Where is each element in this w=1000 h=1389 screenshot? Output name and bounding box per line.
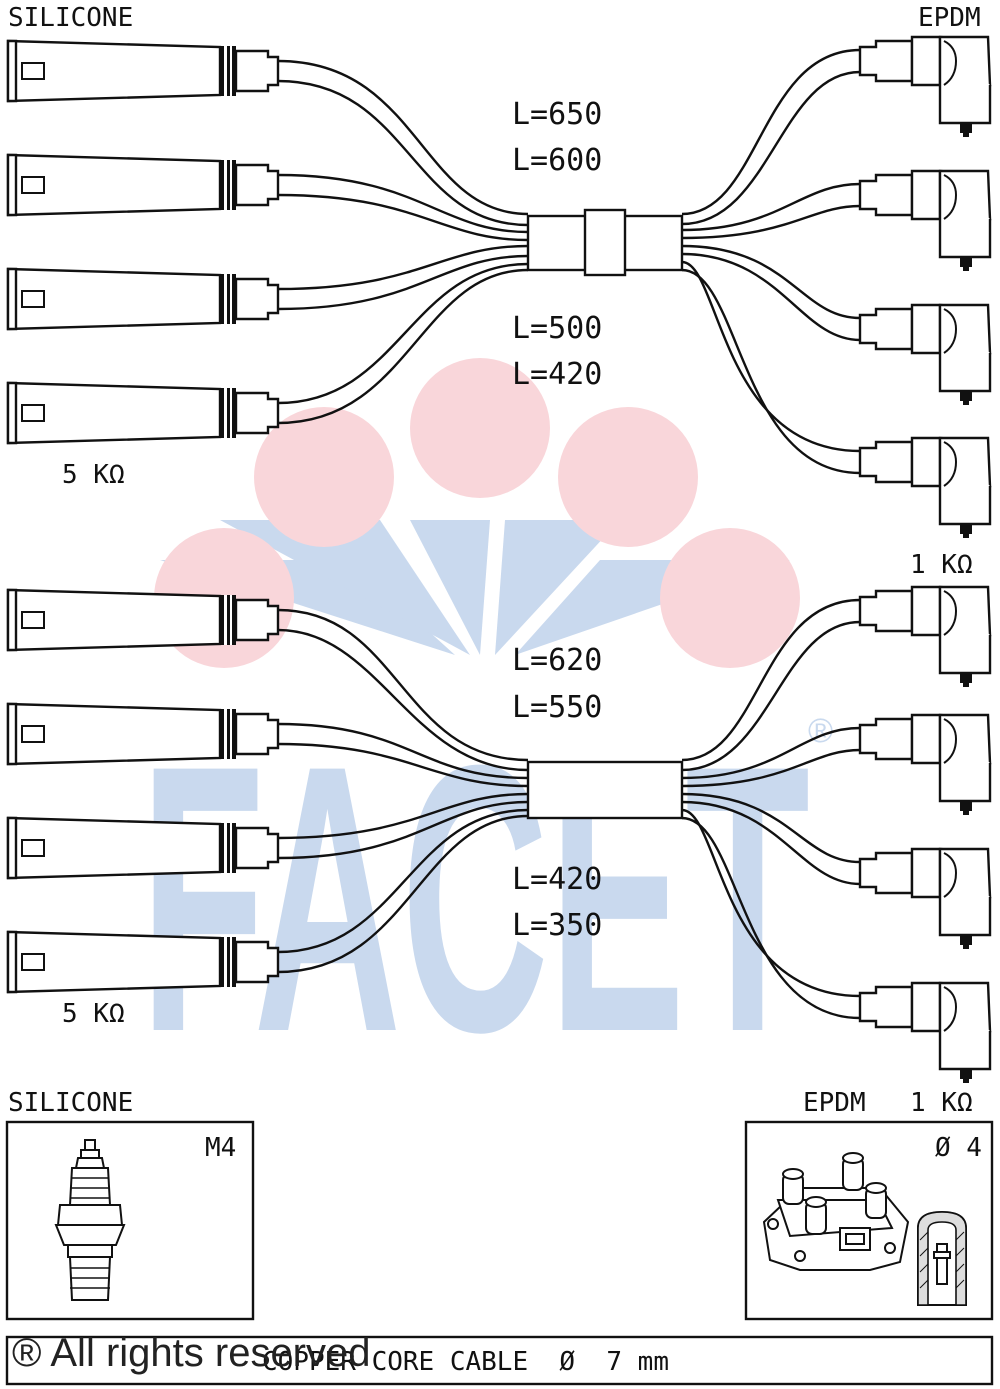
cable-spec-bar: COPPER CORE CABLE Ø 7 mm [5,1335,994,1386]
spark-plug-icon [54,1139,126,1301]
lead-set-1 [6,35,992,540]
ignition-coil-detail-box: Ø 4 [744,1120,994,1321]
spark-plug-detail-box: M4 [5,1120,255,1321]
set1-length-b: L=600 [512,143,602,178]
copyright-watermark: ® All rights reserved [12,1331,371,1375]
set1-resistance-right: 1 KΩ [910,550,973,580]
set2-resistance-left: 5 KΩ [62,999,125,1029]
set2-length-b: L=550 [512,690,602,725]
coil-pin-label: Ø 4 [935,1133,982,1163]
top-left-material-label: SILICONE [8,3,133,33]
set1-length-a: L=650 [512,97,602,132]
bottom-left-material-label: SILICONE [8,1088,133,1118]
coil-boot-section-icon [917,1210,967,1306]
set1-length-c: L=500 [512,311,602,346]
plug-thread-label: M4 [205,1133,236,1163]
set1-length-d: L=420 [512,357,602,392]
top-right-material-label: EPDM [918,3,981,33]
set2-length-a: L=620 [512,643,602,678]
bottom-right-material-label: EPDM [803,1088,866,1118]
set2-length-c: L=420 [512,862,602,897]
set1-resistance-left: 5 KΩ [62,460,125,490]
cable-spec-label: COPPER CORE CABLE Ø 7 mm [262,1347,669,1377]
logo-registered-mark: ® [808,712,833,750]
bottom-right-resistance: 1 KΩ [910,1088,973,1118]
lead-set-2 [6,585,992,1085]
ignition-coil-icon [762,1152,910,1271]
set2-length-d: L=350 [512,908,602,943]
